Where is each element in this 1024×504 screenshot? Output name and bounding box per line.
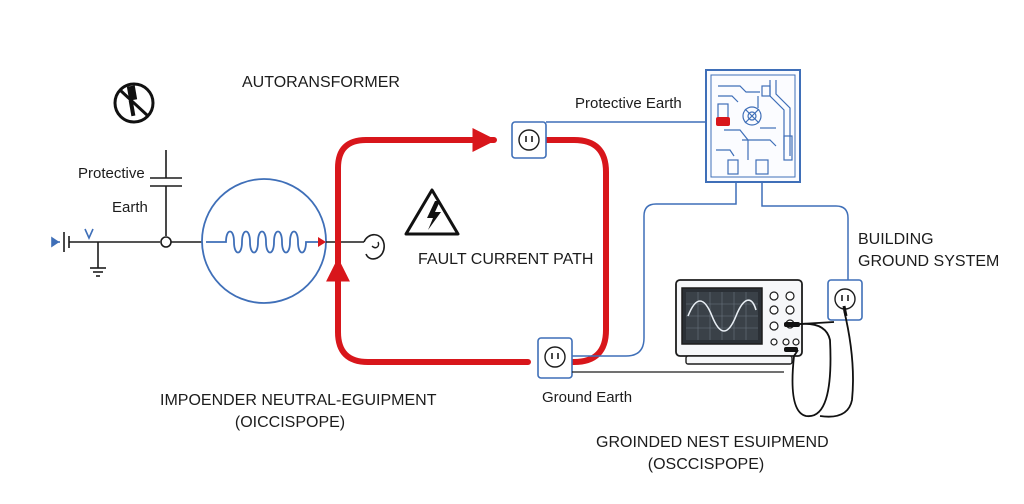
- protective-earth-top-label: Protective Earth: [575, 95, 682, 112]
- high-voltage-warning-icon: [404, 188, 460, 236]
- prohibited-screwdriver-icon: [113, 82, 155, 124]
- autotransformer: [201, 178, 385, 304]
- building-ground-label-line2: GROUND SYSTEM: [858, 253, 1000, 270]
- building-ground-label-line1: BUILDING: [858, 231, 934, 248]
- protective-earth-left-label-line1: Protective: [78, 165, 145, 182]
- impedance-neutral-label-line2: (OICCISPOPE): [234, 414, 346, 431]
- grounded-test-label-line1: GROINDED NEST ESUIPMEND: [596, 434, 829, 451]
- circuit-board: [705, 69, 801, 183]
- fault-current-path: [326, 128, 609, 365]
- grounded-test-label-line2: (OSCCISPOPE): [647, 456, 765, 473]
- fault-current-path-label: FAULT CURRENT PATH: [418, 251, 594, 268]
- protective-earth-capacitor: [150, 150, 206, 248]
- blue-wires: [546, 121, 849, 373]
- left-source-ground: [51, 232, 160, 277]
- ground-earth-label: Ground Earth: [542, 389, 633, 406]
- source-mark: [84, 228, 94, 240]
- top-outlet: [511, 121, 547, 159]
- oscilloscope: [675, 279, 835, 417]
- impedance-neutral-label-line1: IMPOENDER NEUTRAL-EGUIPMENT: [160, 392, 437, 409]
- bottom-outlet: [537, 337, 573, 379]
- building-ground-outlet: [819, 279, 863, 418]
- autotransformer-label: AUTORANSFORMER: [242, 74, 400, 91]
- protective-earth-left-label-line2: Earth: [112, 199, 148, 216]
